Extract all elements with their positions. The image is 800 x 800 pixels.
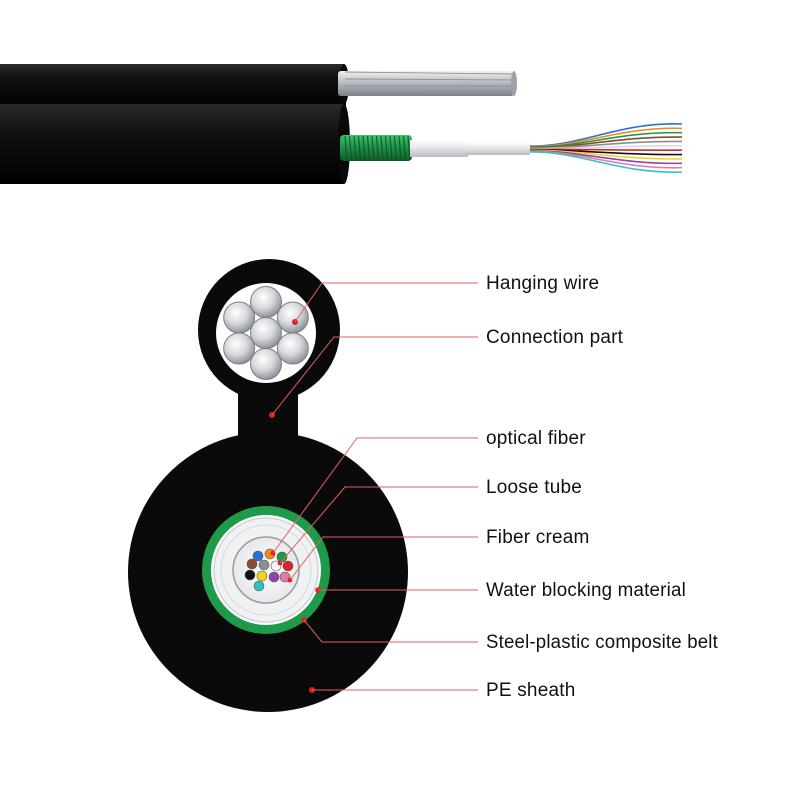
tube-rib [357, 135, 362, 161]
label-loose-tube: Loose tube [486, 477, 582, 498]
tube-rib [398, 135, 402, 161]
optical-fiber-core [253, 580, 265, 592]
steel-strand [223, 332, 256, 365]
label-connection-part: Connection part [486, 327, 624, 348]
steel-strand [223, 301, 256, 334]
tube-rib [407, 135, 411, 161]
cable-cross-section: Hanging wire Connection part optical fib… [128, 259, 719, 712]
optical-fiber-core [279, 571, 291, 583]
leader-steel-belt [303, 619, 478, 643]
steel-strand [250, 317, 282, 349]
tube-rib [375, 135, 380, 161]
fiber-strand [529, 151, 683, 173]
tube-rib [393, 135, 398, 161]
fiber-fan [529, 123, 683, 173]
fiber-strand [529, 123, 683, 147]
tube-rib [366, 135, 371, 161]
steel-strand [276, 332, 309, 365]
leader-fiber-cream [289, 536, 478, 581]
steel-strand [250, 348, 282, 380]
tube-rib [344, 135, 348, 161]
steel-strand [276, 301, 309, 334]
white-loose-tube [410, 140, 530, 157]
label-steel-plastic-belt: Steel-plastic composite belt [486, 632, 719, 653]
label-water-blocking-material: Water blocking material [486, 580, 686, 601]
label-hanging-wire: Hanging wire [486, 273, 599, 294]
optical-fiber-core [282, 560, 294, 572]
label-optical-fiber: optical fiber [486, 428, 586, 449]
optical-fibers [244, 548, 294, 592]
steel-strands [223, 286, 309, 380]
tube-rib [384, 135, 389, 161]
tube-rib [353, 135, 357, 161]
steel-strand [250, 286, 282, 318]
leader-lines [271, 282, 478, 691]
cable-side-view [0, 64, 683, 184]
optical-fiber-core [244, 569, 256, 581]
tube-rib [371, 135, 375, 161]
green-corrugated-tube [340, 135, 412, 161]
water-blocking-inner [220, 524, 312, 616]
label-fiber-cream: Fiber cream [486, 527, 590, 548]
leader-connection-part [271, 336, 478, 416]
label-pe-sheath: PE sheath [486, 680, 575, 701]
tube-rib [380, 135, 384, 161]
leader-hanging-wire [294, 282, 478, 323]
leader-loose-tube [279, 486, 478, 564]
tube-rib [362, 135, 366, 161]
tube-rib [348, 135, 353, 161]
optical-fiber-core [258, 559, 270, 571]
steel-strand-wire [338, 71, 517, 96]
main-sheath [0, 104, 344, 184]
tube-rib [389, 135, 393, 161]
leader-optical-fiber [272, 437, 478, 554]
optical-fiber-core [246, 558, 258, 570]
messenger-sheath [0, 64, 344, 104]
optical-fiber-core [256, 570, 268, 582]
tube-rib [402, 135, 407, 161]
optical-fiber-core [268, 571, 280, 583]
optical-fiber-core [252, 550, 264, 562]
